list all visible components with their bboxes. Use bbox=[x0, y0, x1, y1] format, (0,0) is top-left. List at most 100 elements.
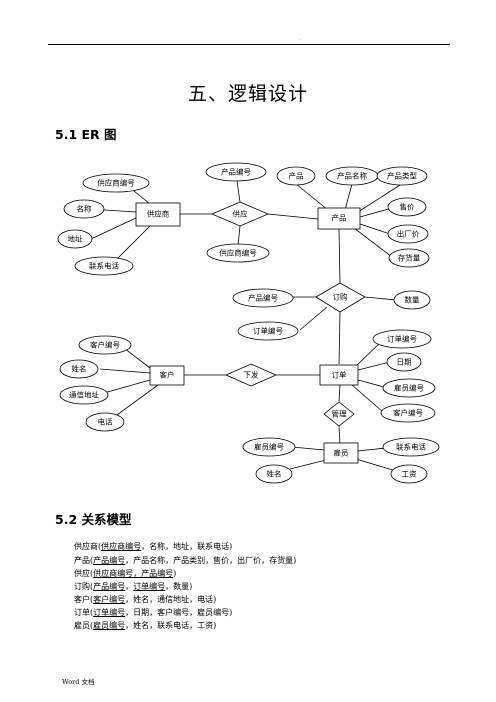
relation-line: 订单(订单编号，日期，客户编号，雇员编号) bbox=[74, 609, 232, 617]
relation-text: ，姓名，通信地址，电话) bbox=[125, 595, 217, 604]
label-purchase-qty: 数量 bbox=[405, 295, 420, 305]
attr-customer-address bbox=[59, 385, 109, 405]
attr-employee-salary bbox=[390, 464, 428, 484]
relation-text: ) bbox=[173, 569, 177, 578]
relation-text: 供应( bbox=[74, 569, 94, 578]
relation-text: ，姓名，联系电话，工资) bbox=[125, 621, 217, 630]
er-diagram: 供应商 产品 客户 订单 雇员 供应 订购 下发 管理 供应商编号 名称 地址 … bbox=[57, 162, 440, 484]
rel-manage: 管理 bbox=[332, 409, 347, 419]
entity-customer-box bbox=[149, 365, 185, 386]
relation-text: ，数量) bbox=[165, 582, 193, 591]
relation-text: 订单( bbox=[74, 608, 94, 617]
attr-product-factory-price bbox=[387, 224, 429, 244]
attr-supplier-name bbox=[63, 199, 105, 219]
relation-key: 供应商编号，产品编号 bbox=[93, 569, 174, 578]
attr-supply-supplier-id bbox=[206, 243, 270, 263]
label-customer-address: 通信地址 bbox=[69, 390, 99, 400]
rel-manage-diamond bbox=[323, 401, 355, 427]
relation-text: 订购( bbox=[74, 582, 94, 591]
attr-customer-id bbox=[78, 335, 132, 355]
footer-text: Word 文档 bbox=[62, 678, 95, 686]
attr-order-date bbox=[386, 352, 422, 372]
rel-place-diamond bbox=[225, 363, 277, 387]
relation-key: 订单编号 bbox=[93, 608, 126, 617]
label-purchase-order-id: 订单编号 bbox=[253, 326, 283, 336]
attr-order-customer-id bbox=[380, 403, 436, 423]
header-rule bbox=[48, 44, 450, 45]
relation-text: ， bbox=[125, 582, 134, 591]
header-marker: . bbox=[300, 36, 302, 42]
label-product-category: 产品类型 bbox=[387, 171, 417, 181]
attr-product bbox=[276, 166, 316, 186]
relation-line: 产品(产品编号，产品名称，产品类别，售价，出厂价，存货量) bbox=[74, 557, 296, 565]
attr-purchase-qty bbox=[393, 290, 431, 310]
section-heading-er: 5.1 ER 图 bbox=[55, 127, 117, 142]
attr-purchase-order-id bbox=[237, 321, 299, 341]
er-attributes bbox=[57, 162, 440, 484]
relation-text: 雇员( bbox=[74, 621, 94, 630]
entity-product-box bbox=[317, 207, 361, 230]
entity-product: 产品 bbox=[332, 213, 347, 223]
relation-key: 客户编号 bbox=[93, 595, 126, 604]
er-entities bbox=[135, 202, 361, 464]
label-employee-salary: 工资 bbox=[402, 469, 417, 479]
relation-line: 客户(客户编号，姓名，通信地址，电话) bbox=[74, 596, 216, 604]
relation-line: 雇员(雇员编号，姓名，联系电话，工资) bbox=[74, 622, 216, 630]
label-product-name: 产品名称 bbox=[337, 171, 367, 181]
attr-order-id bbox=[372, 329, 432, 349]
label-customer-phone: 电话 bbox=[98, 417, 113, 427]
label-product-factory-price: 出厂价 bbox=[397, 229, 420, 239]
rel-place: 下发 bbox=[244, 370, 259, 380]
attr-supply-product-id bbox=[205, 162, 267, 182]
rel-purchase: 订购 bbox=[333, 292, 348, 302]
label-customer-name: 姓名 bbox=[72, 364, 87, 374]
attr-product-stock bbox=[388, 248, 430, 268]
relation-text: ，产品名称，产品类别，售价，出厂价，存货量) bbox=[125, 556, 297, 565]
label-product: 产品 bbox=[289, 171, 304, 181]
entity-employee-box bbox=[323, 442, 359, 464]
label-supplier-phone: 联系电话 bbox=[89, 261, 119, 271]
label-employee-phone: 联系电话 bbox=[396, 442, 426, 452]
label-order-id: 订单编号 bbox=[387, 334, 417, 344]
relation-key: 产品编号 bbox=[93, 556, 126, 565]
relation-key: 订单编号 bbox=[133, 582, 166, 591]
attr-supplier-address bbox=[57, 229, 93, 249]
relation-key: 雇员编号 bbox=[93, 621, 126, 630]
label-order-date: 日期 bbox=[397, 358, 412, 367]
relation-text: 产品( bbox=[74, 556, 94, 565]
label-product-stock: 存货量 bbox=[398, 253, 421, 263]
label-order-customer-id: 客户编号 bbox=[393, 408, 423, 418]
entity-order-box bbox=[319, 364, 359, 386]
label-supplier-address: 地址 bbox=[68, 234, 83, 244]
attr-customer-phone bbox=[85, 412, 125, 432]
label-product-price: 售价 bbox=[400, 202, 415, 212]
label-employee-id: 雇员编号 bbox=[254, 442, 284, 452]
attr-order-employee-id bbox=[382, 378, 436, 398]
relation-key: 供应商编号 bbox=[101, 542, 142, 551]
attr-purchase-product-id bbox=[232, 288, 294, 308]
relation-line: 供应(供应商编号，产品编号) bbox=[74, 570, 176, 578]
label-order-employee-id: 雇员编号 bbox=[394, 383, 424, 393]
relation-text: ，名称，地址，联系电话) bbox=[141, 542, 233, 551]
entity-customer: 客户 bbox=[160, 370, 175, 380]
label-customer-id: 客户编号 bbox=[90, 340, 120, 350]
relation-text: 客户( bbox=[74, 595, 94, 604]
label-supply-product-id: 产品编号 bbox=[221, 167, 251, 177]
label-supply-supplier-id: 供应商编号 bbox=[219, 248, 257, 258]
attr-employee-id bbox=[242, 437, 296, 457]
attr-supplier-phone bbox=[74, 256, 134, 276]
label-supplier-id: 供应商编号 bbox=[97, 178, 135, 188]
rel-supply: 供应 bbox=[233, 209, 248, 219]
entity-supplier-box bbox=[135, 202, 181, 227]
entity-supplier: 供应商 bbox=[147, 209, 170, 219]
label-purchase-product-id: 产品编号 bbox=[248, 293, 278, 303]
attr-supplier-id bbox=[82, 173, 150, 193]
rel-supply-diamond bbox=[210, 201, 270, 227]
relation-line: 供应商(供应商编号，名称，地址，联系电话) bbox=[74, 543, 232, 551]
entity-employee: 雇员 bbox=[334, 448, 349, 458]
attr-customer-name bbox=[59, 359, 99, 379]
attr-employee-name bbox=[255, 464, 293, 484]
section-heading-relational: 5.2 关系模型 bbox=[55, 512, 132, 527]
attr-product-category bbox=[376, 166, 428, 186]
relation-text: 供应商( bbox=[74, 542, 102, 551]
